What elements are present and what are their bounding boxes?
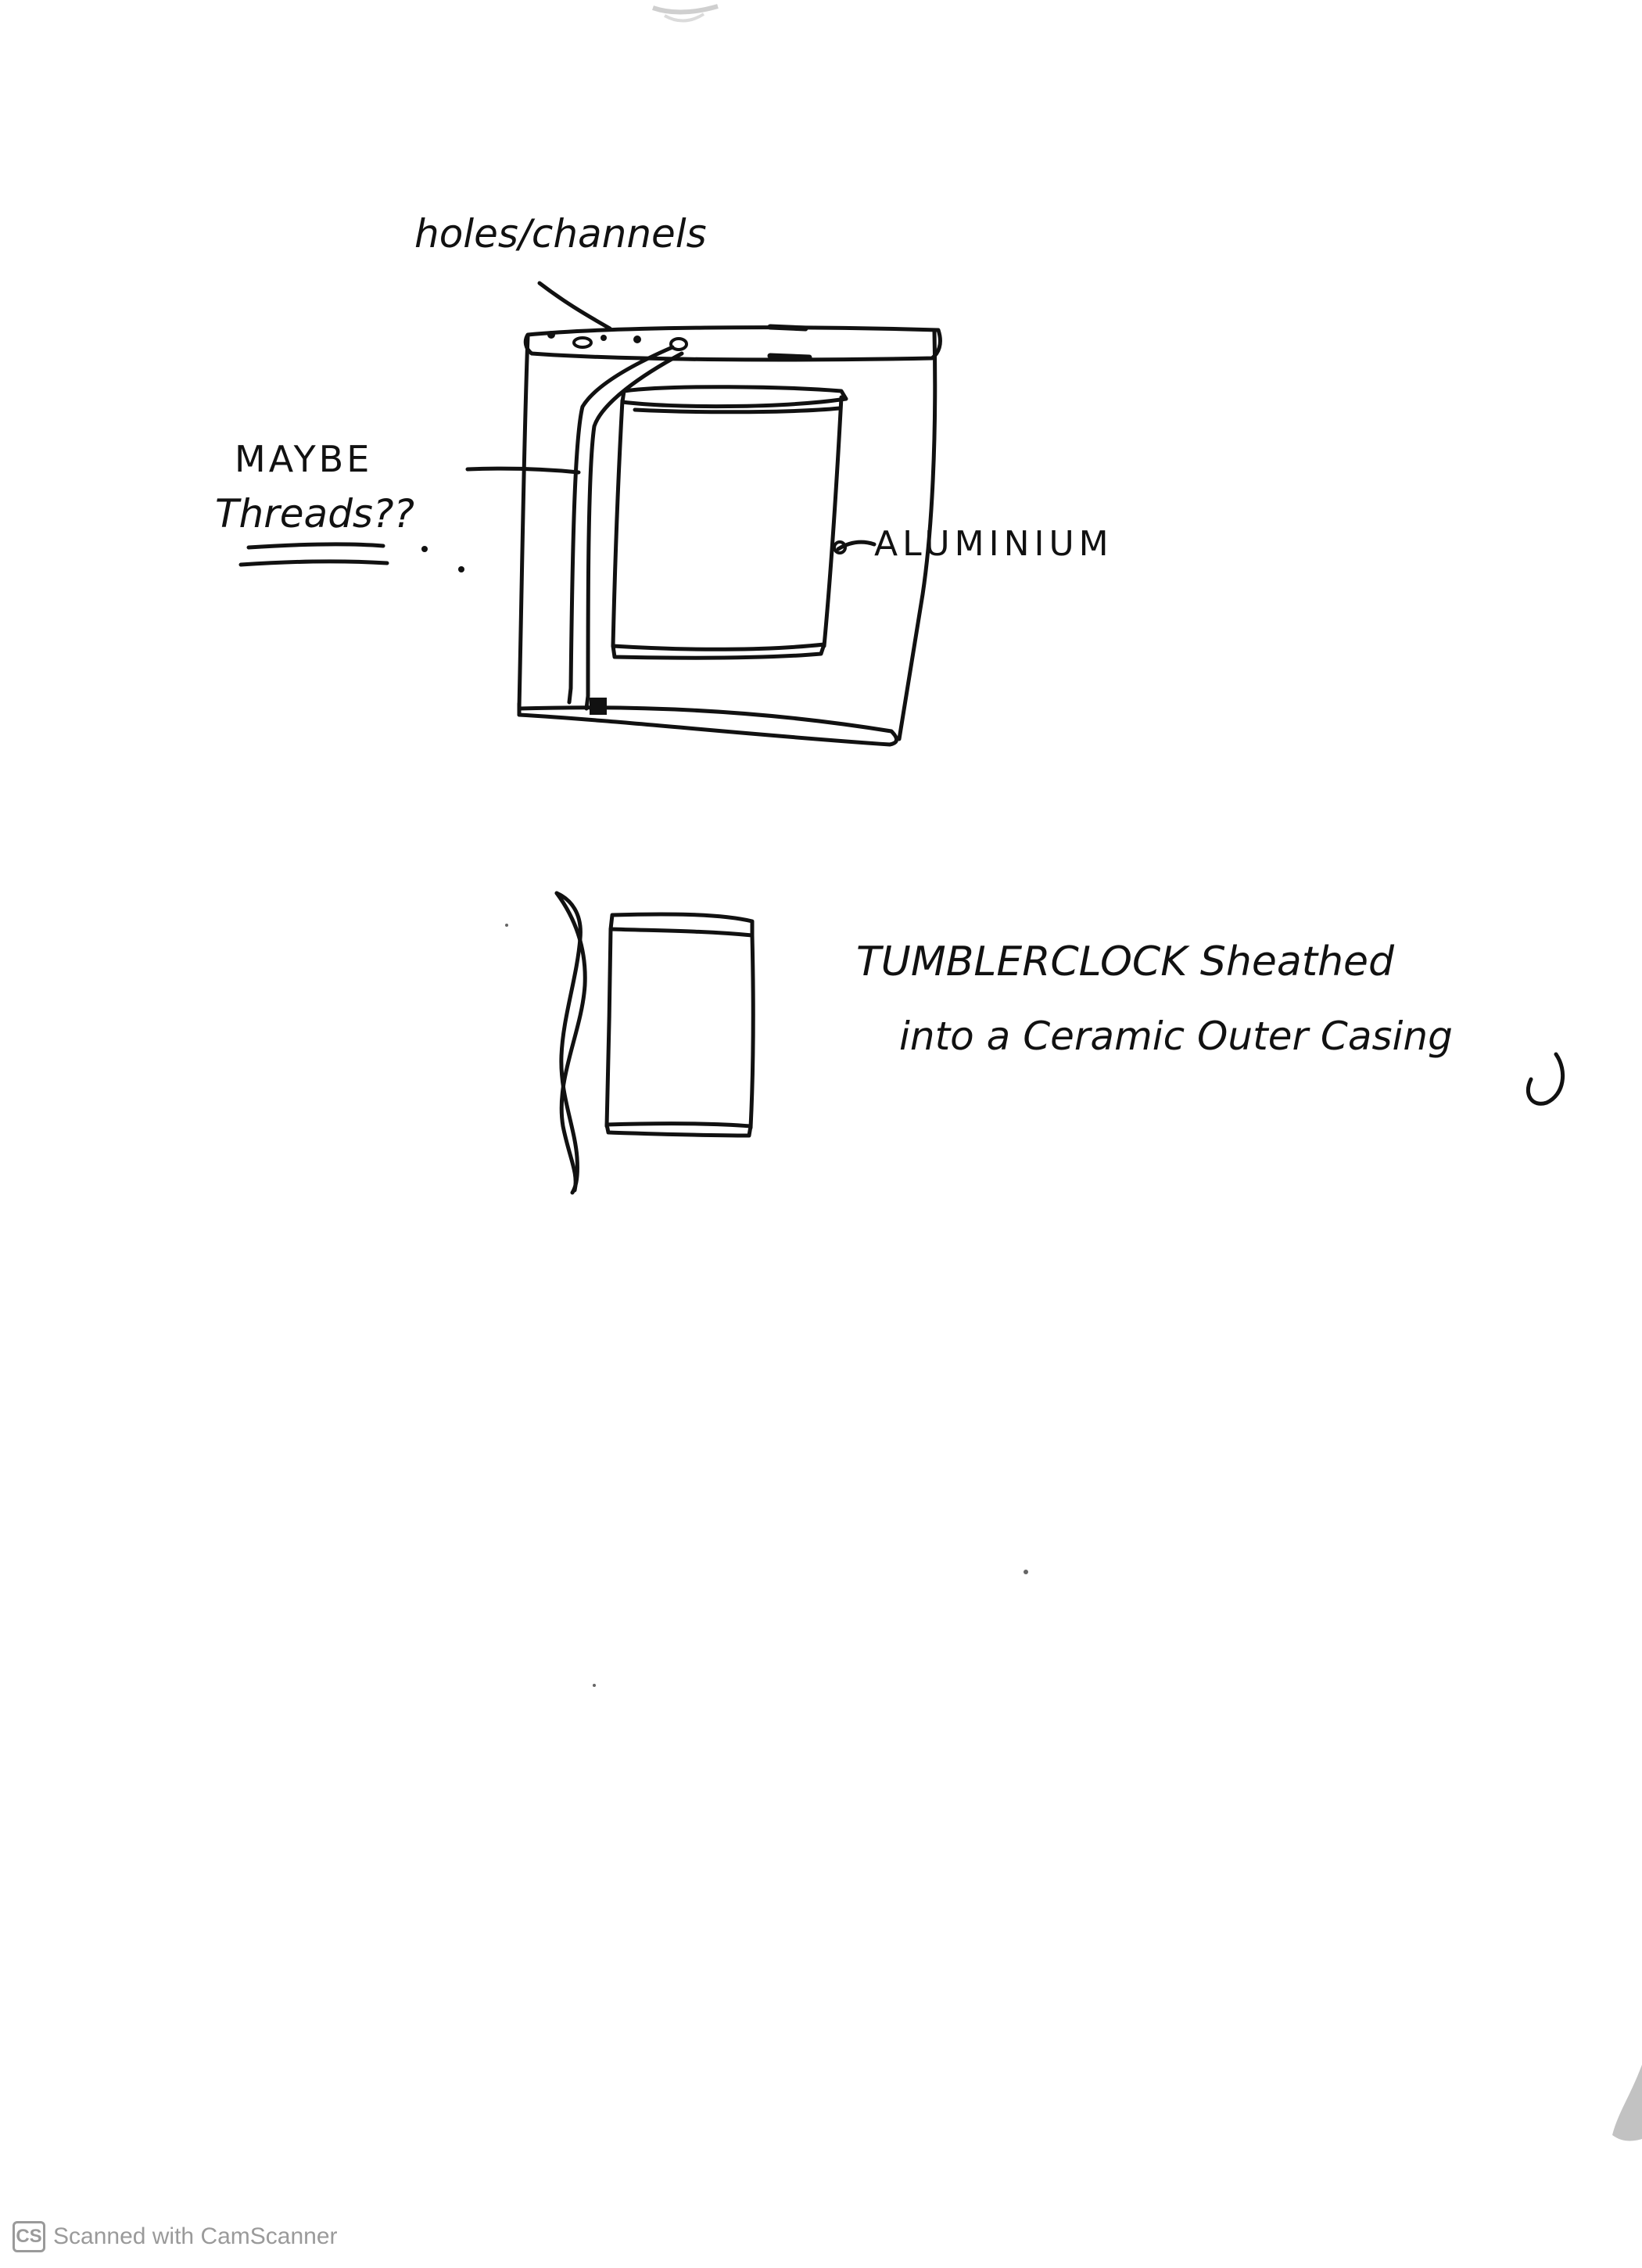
label-holes-channels: holes/channels [414, 211, 707, 257]
threads-underlines [241, 544, 464, 572]
leader-lines [468, 283, 874, 553]
label-tumbler-line1: TUMBLERCLOCK Sheathed [856, 938, 1394, 985]
casing-tail-stroke [1528, 1054, 1562, 1103]
tumbler-drawing [557, 893, 753, 1193]
camscanner-watermark: CS Scanned with CamScanner [13, 2218, 338, 2255]
label-maybe: MAYBE [235, 438, 372, 480]
label-tumbler-line2: into a Ceramic Outer Casing [899, 1014, 1453, 1059]
camscanner-logo-icon: CS [13, 2221, 45, 2252]
scan-smudge-top [653, 6, 718, 21]
label-threads: Threads?? [215, 491, 414, 536]
watermark-text: Scanned with CamScanner [53, 2223, 338, 2250]
scan-edge-artifact [1612, 2065, 1642, 2141]
aluminium-insert-drawing [613, 387, 846, 658]
label-aluminium: ALUMINIUM [874, 524, 1113, 564]
